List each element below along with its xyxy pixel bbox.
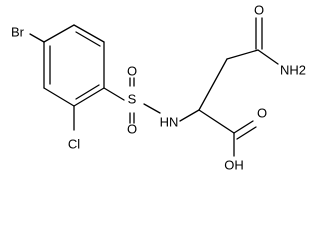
atom-label-amine-nh: HN [160, 114, 179, 129]
ring-bond-c1-c2 [73, 24, 105, 43]
atom-label-amide-oxygen: O [254, 2, 264, 17]
atom-label-sulfonyl-oxygen-bottom: O [127, 121, 137, 136]
bond-alpha-carbon-ch2 [198, 58, 228, 111]
atom-label-acid-oxygen: O [257, 105, 267, 120]
atom-label-acid-hydroxyl: OH [224, 157, 244, 172]
bond-acid-carbon-oxygen-b [236, 126, 257, 140]
bond-amide-carbon-nitrogen [257, 49, 279, 65]
benzene-ring [43, 24, 105, 107]
bond-nitrogen-alpha-carbon [179, 109, 200, 122]
ring-bond-c4-c5 [43, 87, 75, 107]
atom-label-chlorine: Cl [68, 136, 80, 151]
atom-label-sulfur: S [128, 91, 137, 106]
atom-label-sulfonyl-oxygen-top: O [127, 63, 137, 78]
ring-bond-c3-c4 [73, 87, 105, 107]
bond-ring-bromine [29, 33, 45, 43]
atom-label-amide-nh2: NH2 [280, 62, 306, 77]
bond-ch2-amide-carbon [226, 49, 259, 60]
atom-label-bromine: Br [11, 24, 25, 39]
bond-ring-sulfur [103, 87, 125, 101]
bond-sulfur-nitrogen [143, 103, 161, 114]
ring-bond-c6-c1 [43, 24, 75, 43]
bond-acid-carbon-oxygen-a [233, 120, 254, 134]
ring-bond-c1-c2-inner [75, 31, 101, 47]
ring-bond-c3-c4-inner [75, 84, 100, 100]
bond-alpha-carbon-acid-carbon [198, 109, 235, 134]
chemical-structure-diagram: Br Cl S O O HN O NH2 O OH [11, 2, 306, 172]
